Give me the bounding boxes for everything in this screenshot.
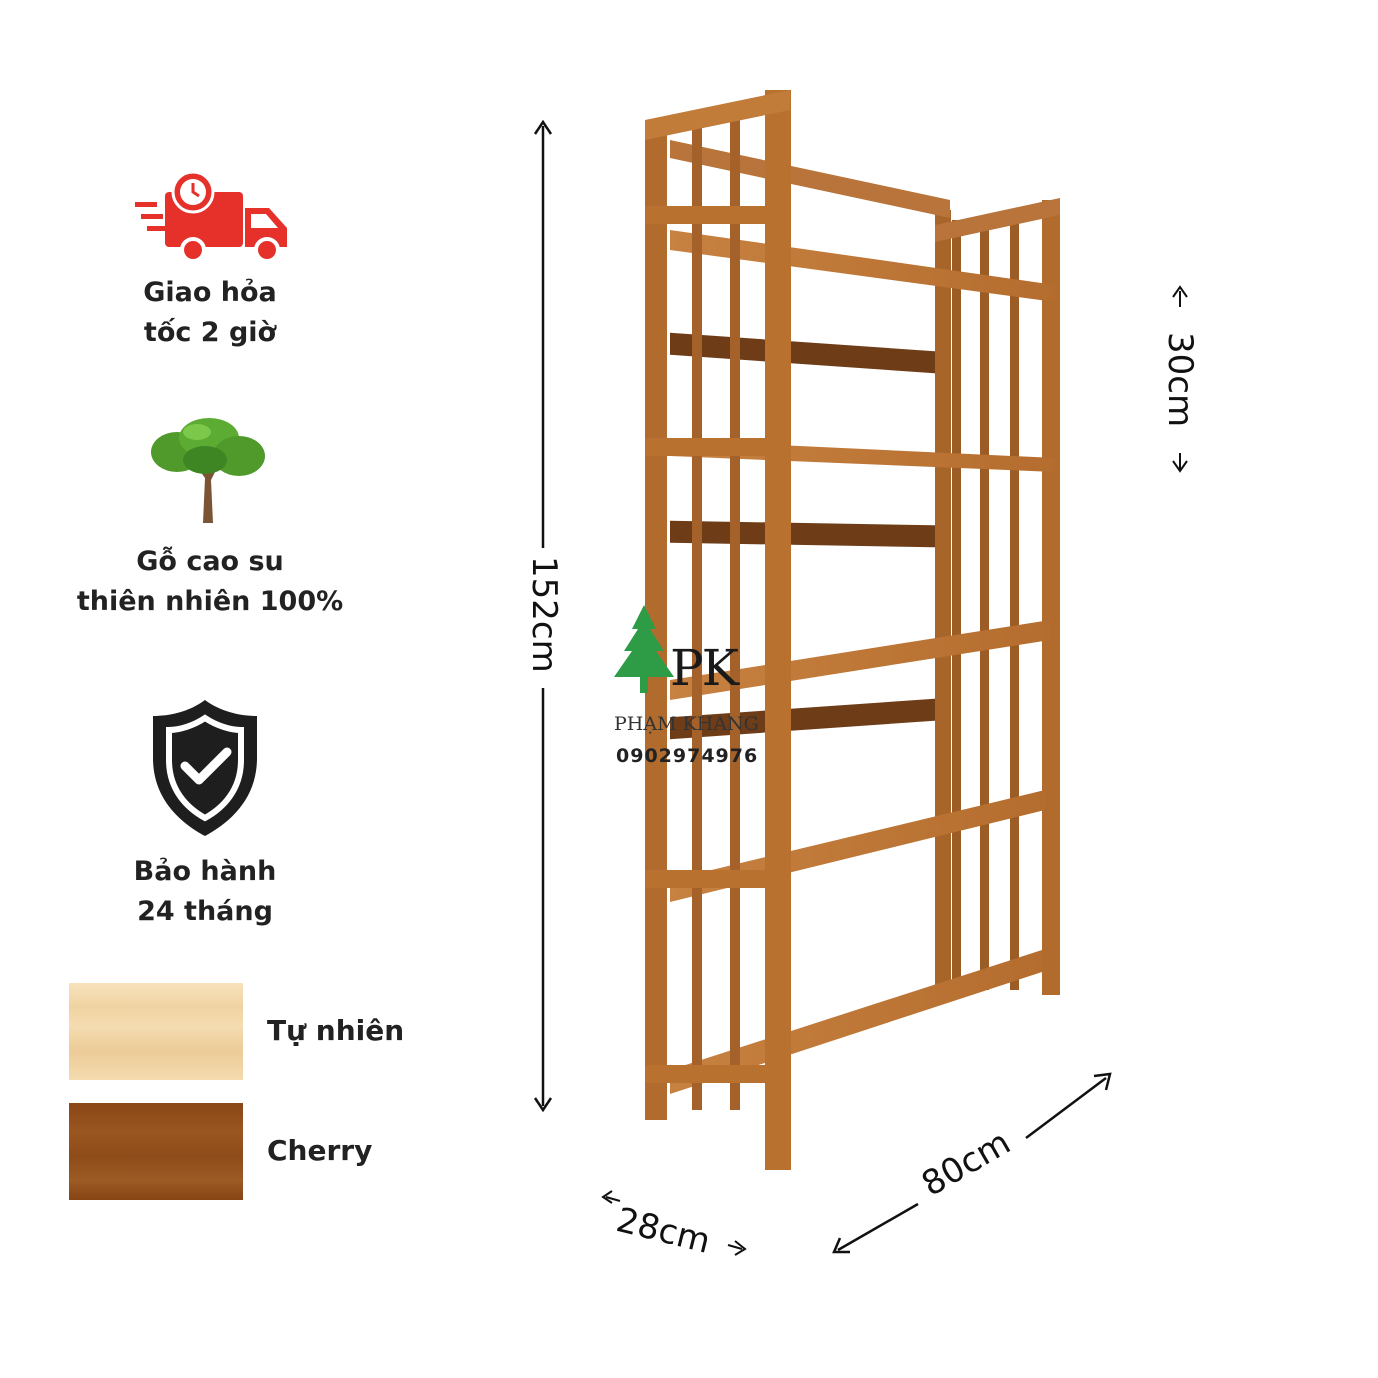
shield-check-icon [153, 700, 257, 836]
tree-icon [151, 418, 265, 523]
brand-watermark: PK PHẠM KHANG 0902974976 [612, 605, 772, 775]
feature-label-wood: Gỗ cao su thiên nhiên 100% [76, 546, 344, 617]
brand-logo: PK [670, 639, 739, 697]
delivery-truck-icon [135, 170, 287, 263]
height-dimension-line [533, 119, 553, 1113]
feature-wood: Gỗ cao su thiên nhiên 100% [60, 418, 360, 628]
feature-delivery: Giao hỏa tốc 2 giờ [120, 170, 300, 360]
swatch-label-cherry: Cherry [267, 1134, 373, 1167]
depth-dimension-arrows [601, 1190, 747, 1256]
wooden-bookshelf [645, 90, 1060, 1170]
brand-name: PHẠM KHANG [614, 713, 759, 735]
swatch-label-natural: Tự nhiên [267, 1014, 405, 1047]
height-dimension-label: 152cm [524, 556, 564, 673]
shelf-gap-dimension-label: 30cm [1160, 332, 1200, 428]
feature-label-delivery: Giao hỏa tốc 2 giờ [143, 277, 277, 348]
shelf-gap-dimension-arrows [1172, 285, 1188, 473]
brand-phone: 0902974976 [616, 745, 759, 767]
pine-tree-icon [614, 605, 674, 693]
swatch-natural [69, 983, 243, 1080]
swatch-cherry [69, 1103, 243, 1200]
feature-label-warranty: Bảo hành 24 tháng [133, 856, 277, 927]
feature-warranty: Bảo hành 24 tháng [105, 698, 305, 938]
width-dimension-line [832, 1072, 1112, 1254]
